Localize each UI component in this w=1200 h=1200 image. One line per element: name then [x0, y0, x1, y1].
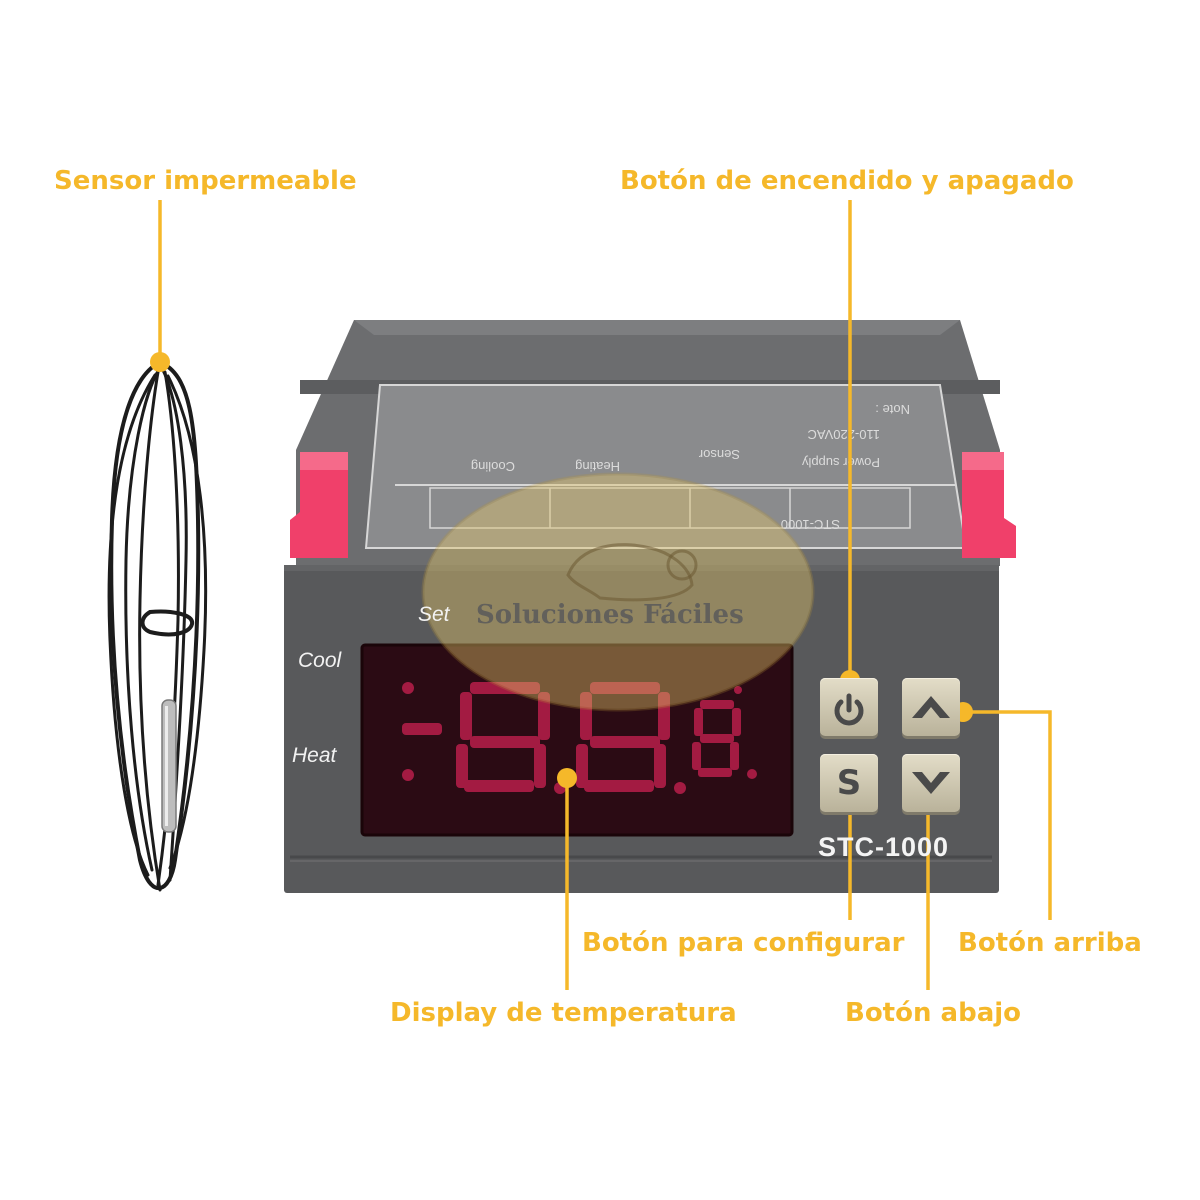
power-icon: [834, 693, 864, 726]
power-button[interactable]: [820, 678, 878, 736]
down-button[interactable]: [902, 754, 960, 812]
mounting-clips: [290, 452, 1016, 558]
watermark-logo: [421, 472, 815, 712]
sticker-note: Note :: [875, 402, 910, 417]
sticker-model: STC-1000: [781, 517, 840, 532]
sticker-voltage: 110-220VAC: [807, 427, 880, 442]
set-button[interactable]: S: [820, 754, 878, 812]
watermark-text: Soluciones Fáciles: [476, 600, 744, 630]
callout-down-button: Botón abajo: [845, 998, 1022, 1028]
sensor-probe: [161, 699, 177, 833]
callout-configure-button: Botón para configurar: [582, 928, 905, 958]
sticker-cooling: Cooling: [471, 459, 515, 474]
sticker-power: Power supply: [801, 455, 880, 470]
display-segments: [402, 682, 757, 794]
up-button[interactable]: [902, 678, 960, 736]
chevron-down-icon: [912, 772, 950, 794]
chevron-up-icon: [912, 696, 950, 718]
callout-sensor: Sensor impermeable: [54, 166, 357, 196]
callout-display: Display de temperatura: [390, 998, 737, 1028]
sticker-sensor: Sensor: [698, 447, 740, 462]
indicator-set: Set: [418, 603, 450, 626]
callout-up-button: Botón arriba: [958, 928, 1142, 958]
set-button-label: S: [836, 763, 862, 803]
indicator-heat: Heat: [292, 744, 337, 767]
indicator-cool: Cool: [298, 649, 342, 672]
sensor-cable: [107, 359, 208, 892]
model-label: STC-1000: [818, 832, 950, 862]
leader-lines: [158, 200, 1052, 990]
controller-housing: [296, 320, 1000, 566]
sticker-text: STC-1000 Power supply 110-220VAC Sensor …: [471, 402, 910, 532]
sticker-heating: Heating: [575, 459, 620, 474]
callout-power-button: Botón de encendido y apagado: [620, 166, 1074, 196]
